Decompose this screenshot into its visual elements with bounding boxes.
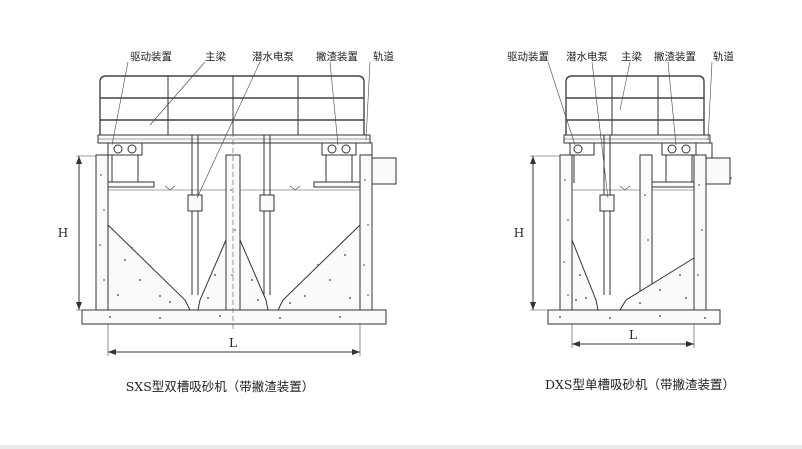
dxs-dim-l — [571, 324, 695, 348]
dxs-dim-h — [530, 155, 560, 311]
dxs-label-skim: 撇渣装置 — [654, 50, 696, 63]
sxs-dim-l — [107, 324, 361, 356]
sxs-label-drive: 驱动装置 — [130, 50, 172, 63]
sxs-tank — [81, 154, 397, 325]
dxs-dim-h-label: H — [514, 226, 524, 240]
bottom-band — [0, 445, 802, 449]
sxs-label-pump: 潜水电泵 — [252, 50, 294, 63]
sxs-railing — [99, 75, 365, 135]
dxs-label-pump: 潜水电泵 — [566, 50, 608, 63]
dxs-concrete-texture — [559, 179, 706, 319]
dxs-label-drive: 驱动装置 — [507, 50, 549, 63]
sxs-figure: 驱动装置 主梁 潜水电泵 撇渣装置 轨道 H L SXS型双槽吸砂机（带撇渣装置… — [58, 50, 397, 394]
dxs-drive-unit — [569, 142, 595, 183]
sxs-dim-h-label: H — [58, 226, 68, 240]
sxs-label-skim: 撇渣装置 — [316, 50, 358, 63]
sxs-pump-right — [259, 135, 275, 295]
dxs-skim-unit — [661, 142, 697, 183]
sxs-pump-left — [187, 135, 203, 295]
dxs-label-track: 轨道 — [713, 50, 734, 63]
sxs-skim-unit — [321, 142, 357, 183]
dxs-tank — [547, 154, 731, 325]
dxs-figure: 驱动装置 潜水电泵 主梁 撇渣装置 轨道 H L DXS型单槽吸砂机（带撇渣装置… — [507, 50, 735, 392]
sxs-dim-l-label: L — [229, 336, 237, 350]
dxs-label-beam: 主梁 — [621, 50, 642, 63]
dxs-caption: DXS型单槽吸砂机（带撇渣装置） — [545, 377, 735, 392]
dxs-railing — [565, 75, 705, 135]
dxs-pump — [599, 135, 615, 295]
sxs-caption: SXS型双槽吸砂机（带撇渣装置） — [126, 379, 315, 394]
sxs-label-track: 轨道 — [373, 50, 394, 63]
sxs-label-beam: 主梁 — [205, 50, 226, 63]
sxs-drive-unit — [107, 142, 143, 183]
sxs-concrete-texture — [99, 174, 369, 319]
dxs-dim-l-label: L — [629, 328, 637, 342]
sxs-dim-h — [76, 155, 96, 311]
